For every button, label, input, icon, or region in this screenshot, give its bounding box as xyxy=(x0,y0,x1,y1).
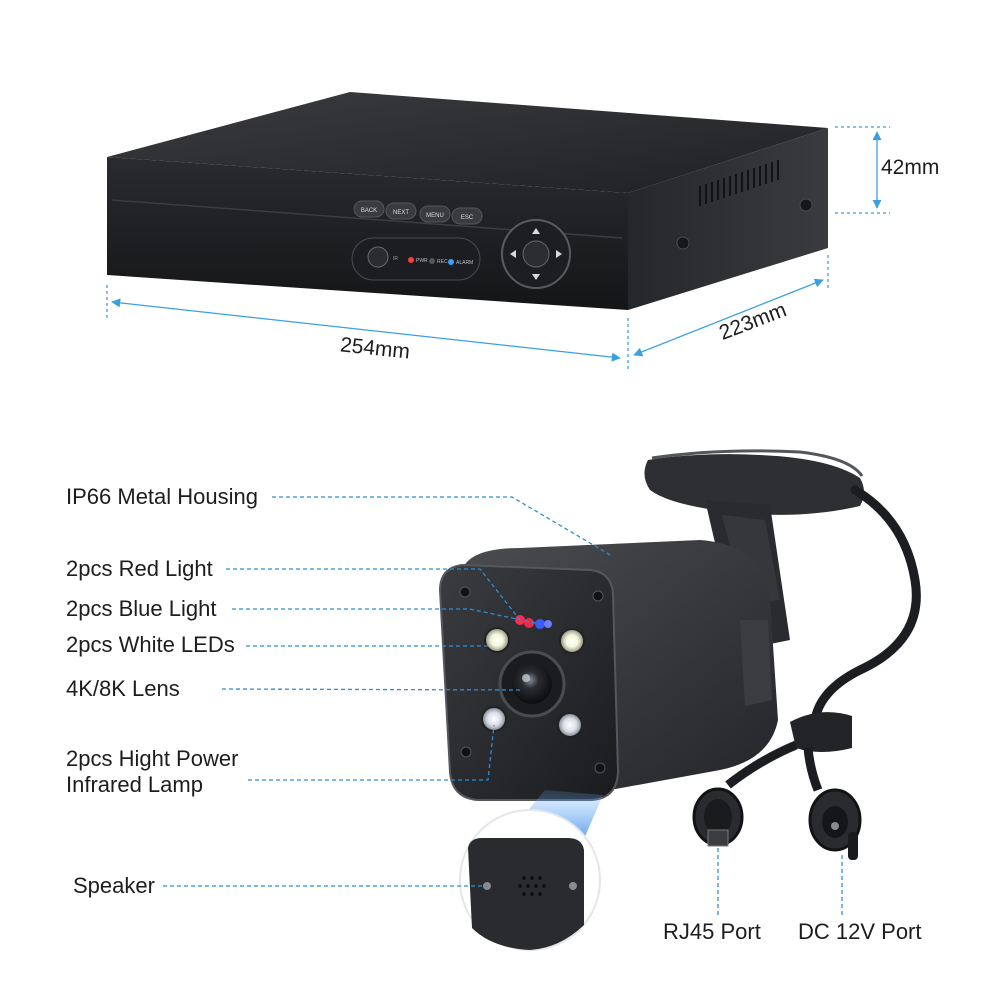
vent-grille xyxy=(699,160,779,206)
infrared-lamp-icon xyxy=(557,712,583,738)
callout-red-light: 2pcs Red Light xyxy=(66,556,213,581)
screw-icon xyxy=(569,882,577,890)
callout-housing: IP66 Metal Housing xyxy=(66,484,258,509)
dvr-front-panel xyxy=(107,157,628,310)
dvr-top-surface xyxy=(107,92,828,193)
white-led-icon xyxy=(484,627,510,653)
alarm-led-icon xyxy=(448,259,454,265)
back-label: BACK xyxy=(361,208,377,214)
callout-speaker: Speaker xyxy=(73,873,155,898)
callout-rj45: RJ45 Port xyxy=(663,919,761,944)
screw-icon xyxy=(592,590,604,602)
menu-label: MENU xyxy=(426,213,444,219)
dc-pin-icon xyxy=(831,822,839,830)
screw-icon xyxy=(459,586,471,598)
dc-connector xyxy=(808,788,862,860)
callout-blue-light: 2pcs Blue Light xyxy=(66,596,217,621)
speaker-grille-icon xyxy=(518,876,546,896)
screw-icon xyxy=(676,236,690,250)
arrow-down-icon xyxy=(532,274,540,280)
callout-lines xyxy=(163,496,843,918)
dvr-recorder: BACK NEXT MENU ESC IR PWR REC ALARM xyxy=(107,92,828,310)
dvr-button-next[interactable]: NEXT xyxy=(385,202,417,220)
bullet-camera xyxy=(438,449,921,951)
arrow-right-icon xyxy=(556,250,562,258)
height-dimension-label: 42mm xyxy=(881,156,940,179)
callout-white-leds: 2pcs White LEDs xyxy=(66,632,235,657)
arrow-up-icon xyxy=(532,228,540,234)
width-dimension-line xyxy=(111,298,621,362)
dvr-button-esc[interactable]: ESC xyxy=(451,207,483,225)
indicator-panel: IR PWR REC ALARM xyxy=(351,237,481,281)
infrared-lamp-icon xyxy=(481,706,507,732)
rj45-port-icon xyxy=(707,829,729,847)
ir-label: IR xyxy=(393,256,398,262)
mount-base xyxy=(644,454,864,515)
dc-plug-tab xyxy=(848,832,858,860)
esc-label: ESC xyxy=(461,215,474,221)
rec-led-icon xyxy=(429,258,435,264)
ir-receiver-icon xyxy=(367,246,389,268)
pwr-label: PWR xyxy=(416,258,428,264)
callout-lens: 4K/8K Lens xyxy=(66,676,180,701)
depth-dimension-line xyxy=(633,278,824,357)
navigation-dpad[interactable] xyxy=(501,219,571,289)
next-label: NEXT xyxy=(393,210,409,216)
callout-infrared-line1: 2pcs Hight Power xyxy=(66,746,239,771)
dimension-lines xyxy=(106,126,890,372)
rec-label: REC xyxy=(437,259,448,265)
screw-icon xyxy=(799,198,813,212)
alarm-label: ALARM xyxy=(456,260,473,266)
dvr-button-menu[interactable]: MENU xyxy=(419,205,451,223)
lens-icon xyxy=(512,664,552,704)
rj45-connector xyxy=(692,787,744,847)
callout-infrared-line2: Infrared Lamp xyxy=(66,772,203,797)
screw-icon xyxy=(460,746,472,758)
arrow-left-icon xyxy=(510,250,516,258)
callout-dc: DC 12V Port xyxy=(798,919,922,944)
white-led-icon xyxy=(559,628,585,654)
pwr-led-icon xyxy=(408,257,414,263)
screw-icon xyxy=(594,762,606,774)
dvr-button-back[interactable]: BACK xyxy=(353,200,385,218)
camera-cable xyxy=(810,485,921,725)
cable-splitter xyxy=(790,712,852,752)
